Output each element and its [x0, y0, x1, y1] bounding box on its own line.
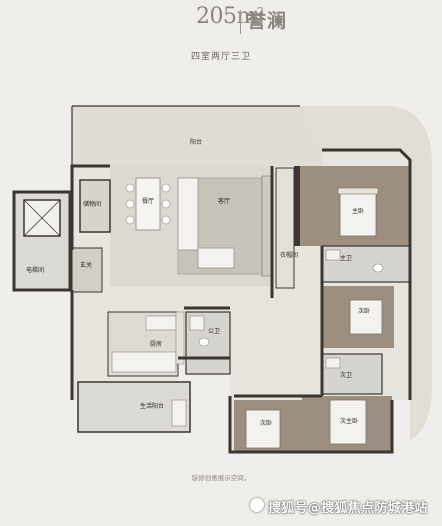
label-storage: 储物间 [83, 201, 102, 208]
floor-plan: 阳台 储物间 餐厅 客厅 主卧 主卫 衣帽间 电梯间 玄关 厨房 公卫 次卧 次… [0, 100, 442, 470]
label-kitchen: 厨房 [150, 341, 163, 348]
header-divider [240, 10, 241, 34]
area-superscript: 2 [256, 5, 264, 18]
label-elevator-hall: 电梯间 [26, 267, 45, 274]
label-second-bath: 次卫 [340, 372, 353, 379]
layout-type: 四室两厅三卫 [190, 52, 251, 62]
balcony-area [72, 106, 322, 166]
watermark-logo-icon [250, 498, 264, 512]
label-public-bath: 公卫 [208, 328, 221, 335]
header: 205m2 誉澜 四室两厅三卫 [0, 0, 442, 62]
cloakroom [275, 167, 295, 289]
storage-room [79, 179, 111, 233]
project-name: 誉澜 [247, 10, 288, 32]
label-second-bed-1: 次卧 [358, 308, 371, 315]
label-second-bed-2: 次卧 [260, 420, 273, 427]
label-foyer: 玄关 [80, 262, 93, 269]
label-balcony: 阳台 [190, 139, 203, 146]
terrace-curve [300, 106, 432, 440]
label-master-bed: 主卧 [352, 208, 365, 215]
label-living: 客厅 [218, 198, 231, 205]
floor-plan-drawing [12, 105, 432, 454]
utility-balcony [77, 381, 191, 433]
label-cloakroom: 衣帽间 [280, 252, 299, 259]
area-value: 205m2 [196, 4, 264, 29]
label-master-bath: 主卫 [340, 255, 353, 262]
footer-note: 装修创意展示空间， [191, 474, 251, 482]
label-dining: 餐厅 [142, 198, 155, 205]
area-number: 205m [196, 4, 257, 29]
watermark: 搜狐号@搜狐焦点防城港站 [268, 501, 428, 516]
dining-table [135, 177, 161, 231]
label-second-master: 次主卧 [340, 418, 359, 425]
label-utility-balcony: 生活阳台 [140, 403, 165, 410]
